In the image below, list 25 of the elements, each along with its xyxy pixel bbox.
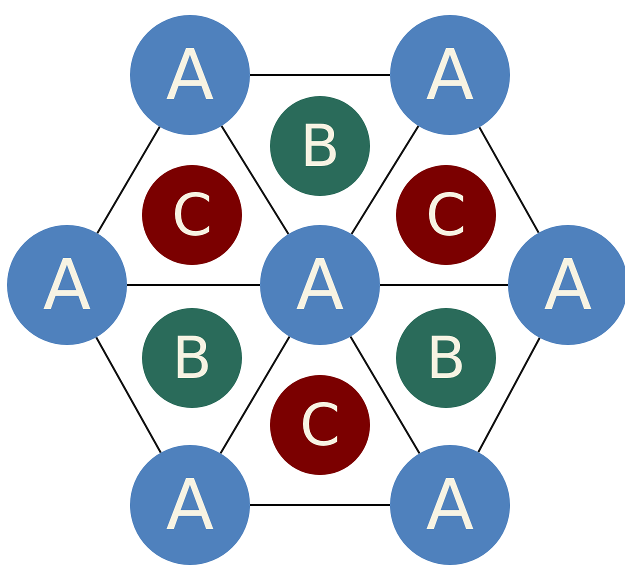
lettered-circle: B bbox=[142, 308, 242, 408]
lettered-circle: A bbox=[390, 445, 510, 565]
lettered-circle: A bbox=[7, 225, 127, 345]
lettered-circle: A bbox=[130, 445, 250, 565]
lettered-circle: A bbox=[260, 225, 380, 345]
connector-line bbox=[350, 125, 420, 235]
lettered-circle: A bbox=[130, 15, 250, 135]
connector-line bbox=[127, 284, 260, 286]
connector-line bbox=[250, 504, 390, 506]
connector-line bbox=[478, 126, 540, 234]
connector-line bbox=[220, 336, 290, 454]
connector-line bbox=[380, 284, 508, 286]
lettered-circle: A bbox=[508, 225, 625, 345]
connector-line bbox=[96, 126, 161, 234]
connector-line bbox=[95, 336, 162, 454]
lettered-circle: C bbox=[142, 165, 242, 265]
connector-line bbox=[220, 125, 290, 235]
connector-line bbox=[477, 337, 541, 453]
lettered-circle: B bbox=[396, 308, 496, 408]
lettered-circle: B bbox=[270, 96, 370, 196]
connector-line bbox=[250, 74, 390, 76]
connector-line bbox=[350, 336, 420, 454]
lettered-circle: C bbox=[396, 165, 496, 265]
lettered-circle: C bbox=[270, 375, 370, 475]
lettered-circle: A bbox=[390, 15, 510, 135]
